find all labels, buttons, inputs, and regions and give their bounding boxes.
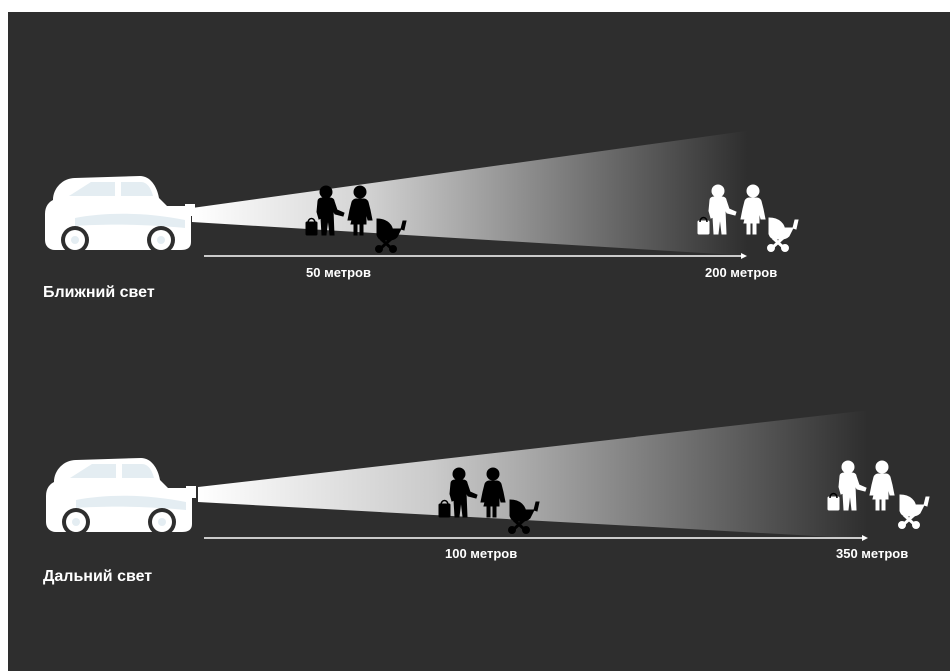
low-beam-label: Ближний свет — [43, 284, 155, 302]
car-icon — [46, 458, 196, 536]
low-beam-near-distance: 50 метров — [306, 265, 371, 280]
high-beam-far-distance: 350 метров — [836, 546, 908, 561]
low-beam-far-distance: 200 метров — [705, 265, 777, 280]
stroller-icon — [899, 495, 930, 529]
high-beam-near-distance: 100 метров — [445, 546, 517, 561]
woman-icon — [870, 461, 894, 510]
diagram-canvas: 50 метров 200 метров Ближний свет 100 ме… — [8, 12, 950, 671]
car-icon — [45, 176, 195, 254]
stroller-icon — [768, 218, 799, 252]
high-beam-light-cone — [198, 410, 870, 539]
low-beam-light-cone — [192, 130, 753, 256]
high-beam-label: Дальний свет — [43, 568, 152, 586]
